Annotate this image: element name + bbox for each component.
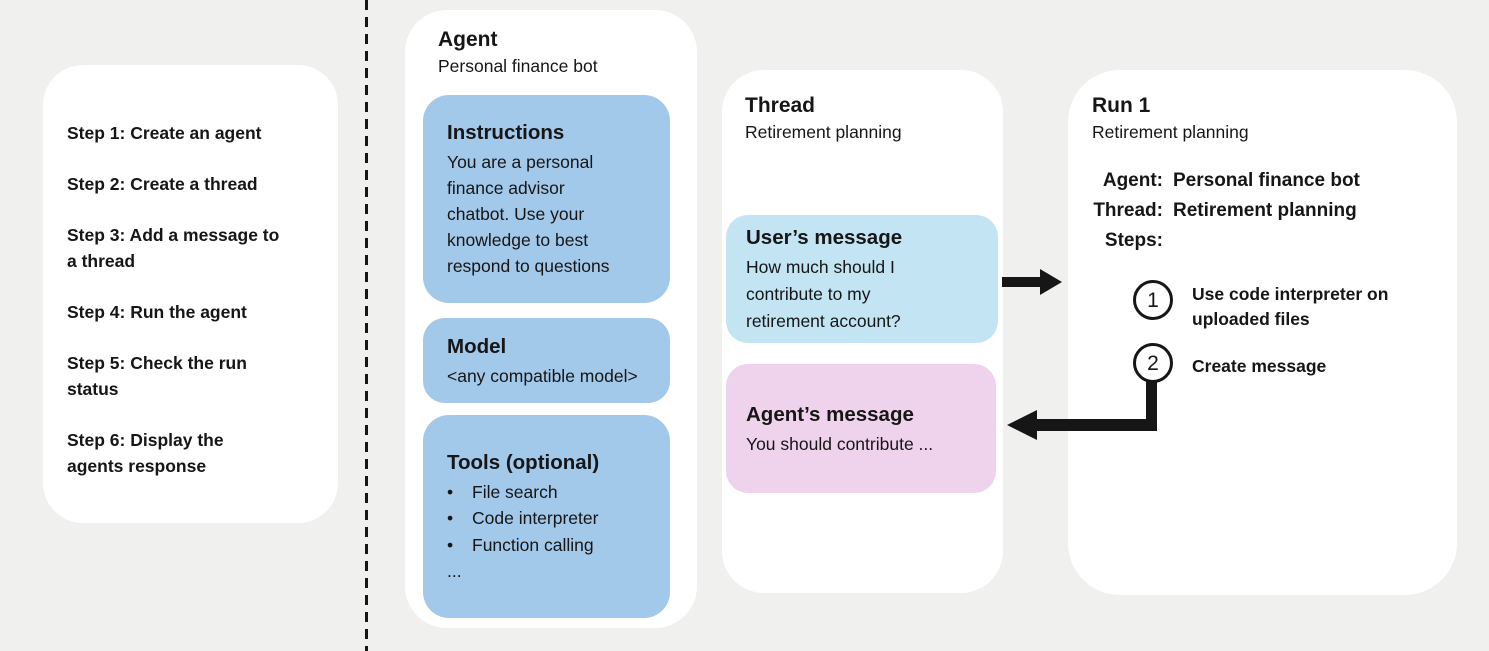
run-field-label: Steps: bbox=[1104, 230, 1163, 251]
run-card-subtitle: Retirement planning bbox=[1092, 122, 1249, 142]
instructions-title: Instructions bbox=[447, 121, 565, 144]
run-field-value: Retirement planning bbox=[1173, 200, 1357, 221]
tools-ellipsis: ... bbox=[447, 561, 462, 582]
bullet-icon: • bbox=[447, 534, 454, 555]
user-message-box: User’s message How much should I contrib… bbox=[726, 215, 998, 343]
run-step-number: 1 bbox=[1147, 288, 1159, 312]
step-item: Step 3: Add a message to a thread bbox=[67, 225, 280, 271]
run-step-text: Use code interpreter on uploaded files bbox=[1192, 284, 1389, 329]
step-item: Step 1: Create an agent bbox=[67, 123, 262, 143]
agent-message-box: Agent’s message You should contribute ..… bbox=[726, 364, 996, 493]
tools-box: Tools (optional) • File search • Code in… bbox=[423, 415, 670, 618]
run-card: Run 1 Retirement planning bbox=[1068, 70, 1457, 595]
thread-card-title: Thread bbox=[745, 94, 816, 117]
tool-item-label: File search bbox=[472, 481, 558, 502]
run-card-title: Run 1 bbox=[1092, 94, 1151, 117]
agent-message-title: Agent’s message bbox=[746, 402, 914, 426]
tool-item-label: Function calling bbox=[472, 534, 594, 555]
thread-card-subtitle: Retirement planning bbox=[745, 122, 902, 142]
model-title: Model bbox=[447, 334, 507, 358]
run-field-value: Personal finance bot bbox=[1173, 170, 1360, 191]
run-field-label: Agent: bbox=[1102, 170, 1163, 191]
run-field-value bbox=[1173, 226, 1360, 256]
tool-item-label: Code interpreter bbox=[472, 508, 599, 529]
steps-panel: Step 1: Create an agent Step 2: Create a… bbox=[43, 65, 338, 523]
tool-item: • Code interpreter bbox=[447, 505, 660, 532]
run-step-number-badge: 2 bbox=[1133, 343, 1173, 383]
bullet-icon: • bbox=[447, 481, 454, 502]
model-body: <any compatible model> bbox=[447, 365, 638, 386]
run-step-text: Create message bbox=[1192, 356, 1327, 376]
user-message-title: User’s message bbox=[746, 225, 903, 249]
run-step-number-badge: 1 bbox=[1133, 280, 1173, 320]
instructions-box: Instructions You are a personal finance … bbox=[423, 95, 670, 303]
bullet-icon: • bbox=[447, 508, 454, 529]
step-item: Step 6: Display the agents response bbox=[67, 430, 224, 476]
tools-title: Tools (optional) bbox=[447, 450, 600, 474]
step-item: Step 4: Run the agent bbox=[67, 302, 247, 322]
agent-card-subtitle: Personal finance bot bbox=[438, 56, 598, 76]
tool-item: • File search bbox=[447, 479, 660, 506]
step-item: Step 2: Create a thread bbox=[67, 174, 258, 194]
instructions-body: You are a personal finance advisor chatb… bbox=[447, 152, 610, 276]
run-field-label: Thread: bbox=[1093, 200, 1163, 221]
user-message-body: How much should I contribute to my retir… bbox=[746, 256, 901, 331]
model-box: Model <any compatible model> bbox=[423, 318, 670, 403]
agent-message-body: You should contribute ... bbox=[746, 433, 934, 454]
step-item: Step 5: Check the run status bbox=[67, 353, 247, 399]
run-fields: Agent: Personal finance bot Thread: Reti… bbox=[1074, 166, 1360, 256]
tool-item: • Function calling bbox=[447, 532, 660, 559]
dashed-divider bbox=[365, 0, 368, 651]
run-step-number: 2 bbox=[1147, 351, 1159, 375]
agent-card-title: Agent bbox=[438, 28, 498, 51]
